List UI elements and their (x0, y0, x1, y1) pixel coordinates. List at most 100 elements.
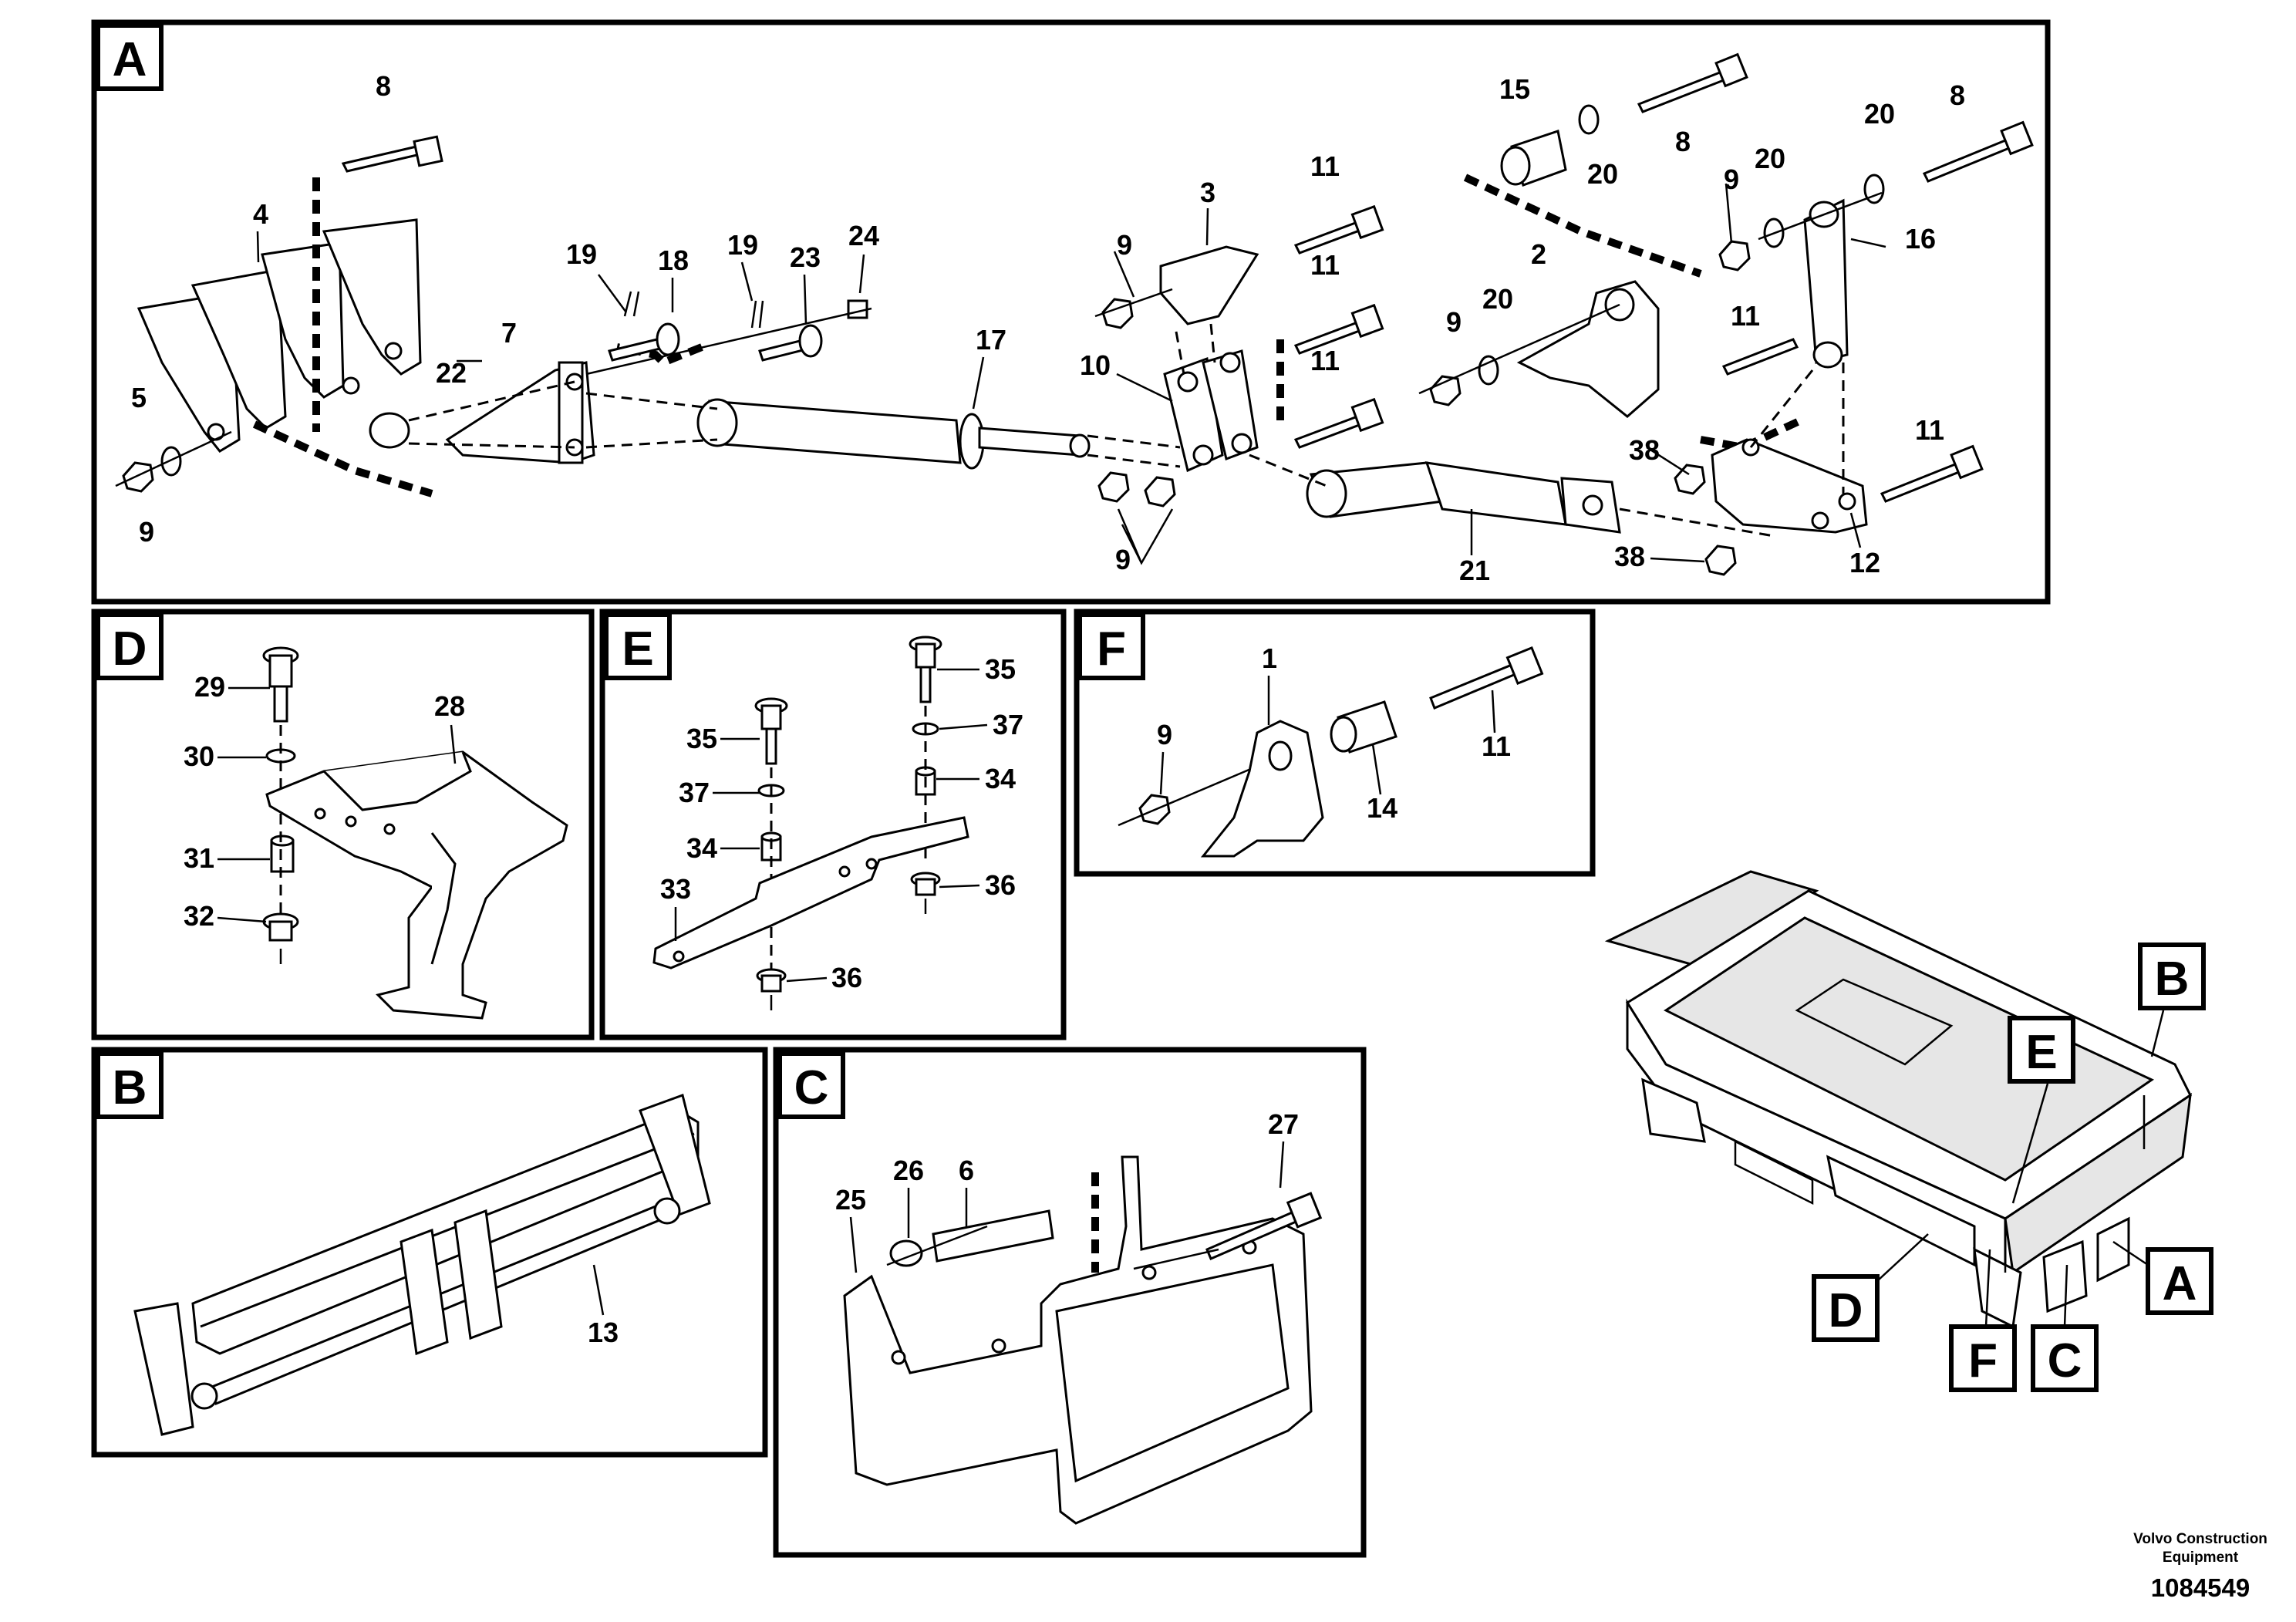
bracket-2 (1516, 280, 1660, 418)
bolt-8-left (341, 145, 423, 173)
svg-text:F: F (1968, 1334, 1998, 1388)
svg-text:E: E (2025, 1026, 2057, 1079)
callout-e-0: 35 (686, 723, 717, 754)
panel-label-d: D (96, 612, 164, 680)
callout-a-5: 18 (658, 244, 689, 276)
callout-a-4: 19 (566, 238, 597, 270)
nut-38-b (1704, 545, 1737, 576)
panel-b-drawing: 13 (133, 1094, 711, 1436)
svg-text:B: B (2155, 953, 2190, 1006)
callout-a-34: 12 (1849, 547, 1880, 578)
footer-company-line1: Volvo Construction (2133, 1531, 2267, 1547)
washer-5 (160, 446, 182, 477)
callout-e-1: 37 (679, 777, 710, 808)
callout-c-0: 27 (1268, 1108, 1299, 1140)
clevis-7 (445, 361, 595, 464)
callout-c-3: 25 (835, 1184, 866, 1216)
bolt-11-a (1293, 221, 1364, 255)
callout-a-32: 21 (1459, 555, 1490, 586)
panel-b-frame (91, 1047, 768, 1458)
callout-b-0: 13 (588, 1317, 619, 1348)
callout-a-25: 20 (1755, 143, 1785, 174)
callout-d-1: 30 (184, 740, 214, 772)
bolt-8-top (1637, 69, 1730, 113)
panel-e-drawing: 35 37 34 33 35 37 34 36 36 (652, 636, 1023, 1010)
callout-e-6: 34 (985, 763, 1016, 794)
overview-tag-b: B (2138, 943, 2206, 1057)
svg-text:A: A (2163, 1257, 2197, 1310)
panel-c-frame (773, 1047, 1367, 1558)
nut-9-mid (1101, 298, 1134, 329)
callout-e-8: 36 (831, 962, 862, 993)
callout-c-2: 6 (959, 1155, 974, 1186)
nut-9-left (122, 461, 154, 493)
nut-38-a (1674, 464, 1706, 495)
bracket-3 (1159, 245, 1259, 325)
svg-text:A: A (113, 33, 147, 86)
nut-9-lower-a (1097, 471, 1130, 503)
callout-d-0: 29 (194, 671, 225, 703)
callout-a-18: 9 (1115, 544, 1131, 575)
callout-a-9: 23 (790, 241, 821, 273)
plate-12 (1711, 438, 1868, 534)
callout-f-2: 14 (1367, 792, 1397, 824)
callout-a-7: 22 (436, 357, 467, 389)
nut-9-right (1718, 240, 1751, 271)
callout-d-3: 32 (184, 900, 214, 932)
callout-d-2: 31 (184, 842, 214, 874)
callout-a-13: 9 (1117, 229, 1132, 261)
callout-a-27: 20 (1864, 98, 1895, 130)
callout-a-26: 9 (1724, 164, 1739, 195)
svg-text:C: C (2048, 1334, 2082, 1388)
overview-tag-f: F (1949, 1249, 2017, 1392)
cotter-pin-19a (623, 291, 640, 317)
cylinder-17 (708, 400, 962, 464)
callout-e-3: 33 (660, 873, 691, 905)
spacer-6 (932, 1209, 1054, 1263)
bolt-11-f (1429, 662, 1521, 710)
callout-a-29: 16 (1905, 223, 1936, 255)
callout-a-11: 17 (976, 324, 1006, 356)
footer-company-line2: Equipment (2163, 1549, 2239, 1566)
overview-dump-body (1604, 870, 2192, 1329)
callout-e-5: 37 (993, 709, 1023, 740)
callout-f-3: 11 (1482, 730, 1511, 762)
bracket-4-rear (322, 218, 422, 376)
bolt-8-right (1922, 137, 2015, 183)
callout-a-14: 11 (1310, 150, 1340, 182)
bolt-11-d (1721, 338, 1799, 376)
footer-reference: 1084549 (2151, 1573, 2250, 1602)
cotter-pin-19b (750, 300, 764, 329)
callout-a-30: 11 (1731, 300, 1760, 332)
panel-f-frame (1074, 609, 1596, 877)
washer-20-a (1578, 104, 1600, 135)
callout-f-1: 9 (1157, 719, 1172, 750)
callout-e-2: 34 (686, 832, 717, 864)
callout-a-15: 11 (1310, 249, 1340, 281)
callout-a-35: 11 (1915, 414, 1944, 446)
bolt-11-e (1880, 461, 1965, 503)
panel-label-f: F (1077, 612, 1145, 680)
panel-c-drawing: 27 26 6 25 (835, 1108, 1323, 1525)
panel-f-drawing: 1 9 14 11 (1118, 642, 1544, 858)
callout-a-31: 38 (1629, 434, 1660, 466)
panel-d-frame (91, 609, 595, 1040)
callout-a-0: 8 (376, 70, 391, 102)
overview-tag-e: E (2008, 1016, 2075, 1204)
callout-f-0: 1 (1262, 642, 1277, 674)
overview-tag-d: D (1812, 1233, 1929, 1342)
plate-33 (652, 816, 969, 969)
callout-a-2: 5 (131, 382, 147, 413)
callout-a-23: 9 (1446, 306, 1462, 338)
washer-20-b (1478, 355, 1499, 386)
nut-9-bracket2 (1429, 375, 1462, 406)
svg-text:F: F (1097, 622, 1126, 676)
svg-text:B: B (113, 1061, 147, 1114)
nut-9-lower-b (1144, 476, 1176, 508)
callout-a-20: 20 (1587, 158, 1618, 190)
callout-a-8: 19 (727, 229, 758, 261)
callout-e-7: 36 (985, 869, 1016, 901)
callout-a-17: 10 (1080, 349, 1111, 381)
panel-label-a: A (96, 23, 164, 91)
callout-c-1: 26 (893, 1155, 924, 1186)
